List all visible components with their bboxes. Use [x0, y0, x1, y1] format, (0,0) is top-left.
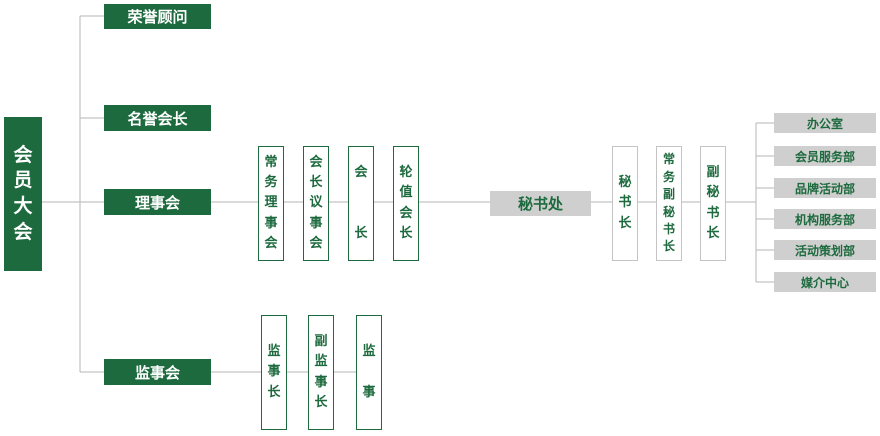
secretariat-box: 秘书处: [490, 191, 591, 216]
department-member-service: 会员服务部: [774, 146, 876, 166]
president-meeting-box: 会 长 议 事 会: [303, 146, 329, 261]
deputy-chief-supervisor-box: 副 监 事 长: [308, 315, 334, 430]
standing-council-box: 常 务 理 事 会: [258, 146, 284, 261]
supervisor-box: 监 事: [356, 315, 382, 430]
department-institution-service: 机构服务部: [774, 209, 876, 229]
council-box: 理事会: [104, 189, 211, 215]
honorary-president-box: 名誉会长: [104, 105, 211, 131]
president-box: 会 长: [348, 146, 374, 261]
secretary-general-box: 秘 书 长: [612, 146, 638, 261]
department-media-center: 媒介中心: [774, 272, 876, 292]
supervisory-board-box: 监事会: [104, 359, 211, 385]
department-brand-events: 品牌活动部: [774, 178, 876, 198]
department-office: 办公室: [774, 113, 876, 133]
honorary-advisor-box: 荣誉顾问: [104, 4, 211, 29]
rotating-president-box: 轮 值 会 长: [393, 146, 419, 261]
exec-deputy-secretary-general-box: 常 务 副 秘 书 长: [656, 146, 682, 261]
deputy-secretary-general-box: 副 秘 书 长: [700, 146, 726, 261]
chief-supervisor-box: 监 事 长: [261, 315, 287, 430]
department-event-planning: 活动策划部: [774, 240, 876, 260]
general-assembly-box: 会 员 大 会: [4, 117, 42, 271]
